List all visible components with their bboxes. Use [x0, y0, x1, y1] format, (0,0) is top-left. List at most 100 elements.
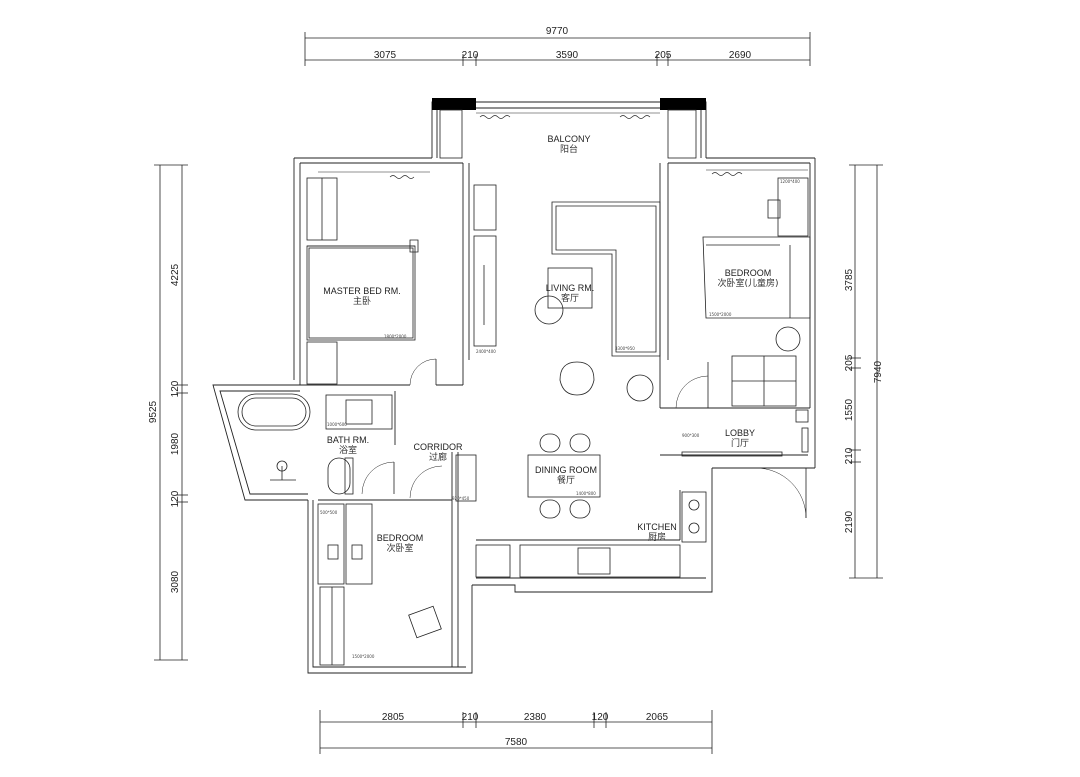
sink: [577, 547, 611, 575]
master-bedroom-cn: 主卧: [353, 295, 371, 307]
dimension-bottom: 2805 210 2380 120 2065 7580: [319, 710, 713, 754]
dining-cn: 餐厅: [557, 474, 575, 486]
dim-left-seg: 120: [170, 380, 181, 397]
sofa: [551, 201, 661, 357]
nightstand: [306, 341, 338, 385]
lounge-chair: [408, 605, 442, 639]
kitchen-cn: 厨房: [648, 531, 666, 543]
dim-top-seg: 3590: [556, 50, 579, 61]
desk-size-note: 920*450: [452, 496, 470, 501]
curtains: [318, 112, 808, 179]
dim-left-seg: 4225: [170, 263, 181, 286]
vanity: [325, 394, 393, 430]
dim-left-seg: 1980: [170, 432, 181, 455]
dining-chair: [539, 433, 561, 453]
wardrobe-top-note: 500*500: [320, 510, 338, 515]
lobby: LOBBY 门厅 900*300: [681, 409, 809, 519]
living-room-label: LIVING RM.: [546, 283, 595, 293]
lobby-cn: 门厅: [731, 437, 749, 449]
dim-top-seg: 2690: [729, 50, 752, 61]
dining-chair: [539, 499, 561, 519]
dim-bottom-total: 7580: [505, 737, 528, 748]
bottom-bedroom: BEDROOM 次卧室 1500*2000 500*500: [317, 503, 442, 666]
wardrobe-size-note: 1500*2000: [352, 654, 375, 659]
counter: [519, 544, 681, 578]
dining-room: DINING ROOM 餐厅 1400*800: [527, 433, 601, 519]
dining-chair: [569, 433, 591, 453]
fridge: [475, 544, 511, 578]
bottom-bedroom-label: BEDROOM: [377, 533, 424, 543]
dining-table: [527, 454, 601, 498]
wardrobe: [317, 503, 345, 585]
corridor-cn: 过廊: [429, 451, 447, 463]
dim-left-seg: 3080: [170, 570, 181, 593]
tv-cabinet: [473, 184, 497, 231]
vanity-size-note: 1000*600: [327, 422, 347, 427]
dining-chair: [569, 499, 591, 519]
lobby-label: LOBBY: [725, 428, 755, 438]
dim-left-total: 9525: [148, 400, 159, 423]
bath-cn: 浴室: [339, 444, 357, 456]
dim-top-seg: 205: [655, 50, 672, 61]
window-pillar-right: [660, 98, 706, 110]
bathroom: BATH RM. 浴室 1000*600: [237, 393, 395, 495]
shoe-cabinet: [681, 451, 783, 457]
master-bedroom: MASTER BED RM. 主卧 1800*2000: [306, 177, 437, 386]
bed-size-note: 1500*2000: [709, 312, 732, 317]
dim-right-seg: 210: [844, 447, 855, 464]
dim-top-total: 9770: [546, 26, 569, 37]
corridor-label: CORRIDOR: [414, 442, 463, 452]
dim-right-seg: 3785: [844, 268, 855, 291]
window-pillar-left: [432, 98, 476, 110]
corridor-cabinet: [455, 454, 477, 502]
bath-label: BATH RM.: [327, 435, 369, 445]
bathtub: [237, 393, 311, 431]
dim-bottom-seg: 2805: [382, 712, 405, 723]
corridor: CORRIDOR 过廊 920*450: [409, 442, 477, 502]
dim-left-seg: 120: [170, 490, 181, 507]
balcony-label: BALCONY: [547, 134, 590, 144]
living-room-cn: 客厅: [561, 292, 579, 304]
right-bedroom: BEDROOM 次卧室(儿童房) 1500*2000 1200*400: [675, 177, 811, 409]
dim-right-seg: 2190: [844, 510, 855, 533]
kitchen: KITCHEN 厨房: [475, 491, 707, 578]
balcony-cn: 阳台: [560, 143, 578, 155]
dim-bottom-seg: 2065: [646, 712, 669, 723]
desk: [777, 177, 809, 237]
desk-wall: [345, 503, 373, 585]
kids-bed: [702, 236, 811, 319]
dim-right-seg: 1550: [844, 398, 855, 421]
dimension-left: 4225 120 1980 120 3080 9525: [148, 164, 188, 661]
round-stool: [626, 374, 654, 402]
round-table: [775, 326, 801, 352]
shelf-size-note: 2400*400: [476, 349, 496, 354]
bottom-bedroom-cn: 次卧室: [386, 542, 413, 554]
dim-bottom-seg: 2380: [524, 712, 547, 723]
dim-bottom-seg: 210: [462, 712, 479, 723]
dimension-right: 3785 205 1550 210 2190 7940: [844, 164, 884, 579]
right-bedroom-label: BEDROOM: [725, 268, 772, 278]
dimension-top: 9770 3075 210 3590 205 2690: [304, 26, 811, 66]
dining-label: DINING ROOM: [535, 465, 597, 475]
dim-right-seg: 205: [844, 354, 855, 371]
dim-top-seg: 210: [462, 50, 479, 61]
kitchen-label: KITCHEN: [637, 522, 677, 532]
living-room: 2400*400 3300*950 LIVING RM. 客厅 BALCONY …: [473, 134, 661, 402]
armchair: [559, 361, 595, 396]
stove: [681, 491, 707, 543]
walls: [212, 101, 816, 674]
dim-right-total: 7940: [873, 360, 884, 383]
coffee-table: [547, 267, 593, 309]
master-bedroom-label: MASTER BED RM.: [323, 286, 401, 296]
right-bedroom-cn: 次卧室(儿童房): [717, 277, 778, 289]
sofa-size-note: 3300*950: [615, 346, 635, 351]
bed-size-note: 1800*2000: [384, 334, 407, 339]
balcony-cabinet: [667, 109, 697, 159]
dim-bottom-seg: 120: [592, 712, 609, 723]
balcony-cabinet: [439, 109, 463, 159]
cabinet-size-note: 1200*400: [780, 179, 800, 184]
lobby-cabinet-note: 900*300: [682, 433, 700, 438]
tv-shelf: [473, 235, 497, 347]
table-size-note: 1400*800: [576, 491, 596, 496]
